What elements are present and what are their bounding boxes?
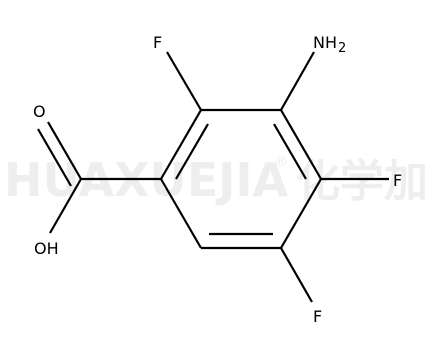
atom-f-top: F [153, 33, 162, 52]
bond-carbonyl-inner [37, 128, 72, 187]
bond-carboxyl-oh [49, 178, 82, 234]
atom-nh-top: NH [313, 33, 337, 52]
bond-c6-c1 [160, 109, 202, 180]
atom-nh-subscript: 2 [338, 41, 346, 56]
atom-labels: F NH 2 F F O OH [33, 33, 402, 326]
watermark: HUAXUEJIA ® 化学加 [4, 153, 428, 207]
bond-c6-c1-inner [175, 123, 209, 180]
watermark-registered-mark: ® [274, 154, 288, 170]
bond-c2-n [280, 51, 315, 111]
bond-c4-f [280, 247, 313, 303]
atom-o-carbonyl: O [33, 102, 46, 121]
benzene-ring [160, 108, 322, 250]
substituent-bonds [37, 51, 389, 303]
atom-f-bottom: F [313, 307, 322, 326]
atom-oh: OH [34, 239, 59, 258]
bond-c5-c6 [160, 178, 202, 249]
bond-c3-c4 [280, 178, 322, 249]
bond-carbonyl-outer [47, 121, 82, 180]
bond-c2-c3 [280, 109, 322, 180]
bond-c2-c3-inner [273, 123, 307, 180]
bond-c1-f [166, 51, 202, 111]
watermark-chinese: 化学加 [296, 156, 428, 207]
atom-f-right: F [393, 171, 402, 190]
